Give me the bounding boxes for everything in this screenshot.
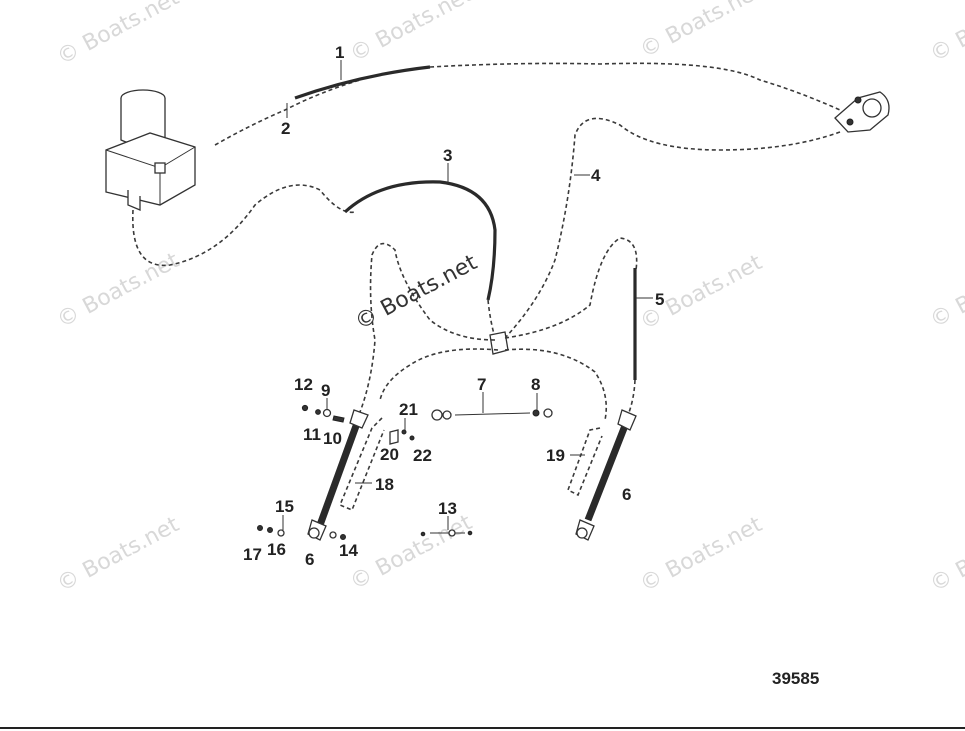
hose-lower-cross xyxy=(379,348,608,421)
hose-left-loop xyxy=(359,242,496,413)
callout-6-left: 6 xyxy=(305,550,314,569)
hardware-20-22 xyxy=(389,429,415,445)
watermark-group: © Boats.net © Boats.net © Boats.net © Bo… xyxy=(53,0,965,597)
trim-pump-motor xyxy=(105,89,196,211)
bottom-rule xyxy=(0,727,965,729)
hose-5 xyxy=(627,379,636,416)
watermark: © Boats.net xyxy=(636,0,767,63)
callout-20: 20 xyxy=(380,445,399,464)
trim-cylinder-right xyxy=(575,409,637,541)
callout-3: 3 xyxy=(443,146,452,165)
watermark-center: © Boats.net xyxy=(351,250,482,335)
callouts: 1 2 3 4 5 6 7 8 9 10 11 12 13 14 15 16 1… xyxy=(243,43,819,688)
watermark: © Boats.net xyxy=(636,512,767,597)
hose-1 xyxy=(429,62,841,111)
callout-19: 19 xyxy=(546,446,565,465)
hose-3 xyxy=(487,299,496,339)
fitting-top-right xyxy=(834,91,890,133)
callout-2: 2 xyxy=(281,119,290,138)
callout-18: 18 xyxy=(375,475,394,494)
callout-4: 4 xyxy=(591,166,601,185)
callout-12: 12 xyxy=(294,375,313,394)
callout-14: 14 xyxy=(339,541,358,560)
ram-left-18 xyxy=(338,417,385,512)
callout-22: 22 xyxy=(413,446,432,465)
hardware-14-17 xyxy=(257,525,346,540)
callout-9: 9 xyxy=(321,381,330,400)
hose-3-solid xyxy=(343,180,497,301)
watermark: © Boats.net xyxy=(53,512,184,597)
callout-1: 1 xyxy=(335,43,344,62)
callout-21: 21 xyxy=(399,400,418,419)
watermark: © Boats.net xyxy=(926,0,965,67)
callout-6-right: 6 xyxy=(622,485,631,504)
hose-4 xyxy=(504,117,841,339)
hose-right-loop xyxy=(504,237,638,339)
watermark: © Boats.net xyxy=(926,248,965,333)
watermark: © Boats.net xyxy=(53,248,184,333)
callout-11: 11 xyxy=(303,425,321,444)
callout-13: 13 xyxy=(438,499,457,518)
hardware-9-12 xyxy=(301,404,345,423)
anchor-pin-7 xyxy=(431,408,553,421)
watermark: © Boats.net xyxy=(346,0,477,67)
hose-2 xyxy=(214,79,361,146)
hardware-13 xyxy=(420,529,473,537)
callout-16: 16 xyxy=(267,540,286,559)
callout-8: 8 xyxy=(531,375,540,394)
callout-7: 7 xyxy=(477,375,486,394)
ram-right-19 xyxy=(567,427,603,497)
leader-lines xyxy=(282,60,653,530)
hose-1-solid xyxy=(294,65,431,100)
watermark: © Boats.net xyxy=(926,512,965,597)
callout-15: 15 xyxy=(275,497,294,516)
callout-17: 17 xyxy=(243,545,262,564)
watermark: © Boats.net xyxy=(53,0,184,70)
callout-10: 10 xyxy=(323,429,342,448)
figure-number: 39585 xyxy=(772,669,819,688)
watermark: © Boats.net xyxy=(346,510,477,595)
callout-5: 5 xyxy=(655,290,664,309)
trim-cylinder-left xyxy=(307,409,369,541)
